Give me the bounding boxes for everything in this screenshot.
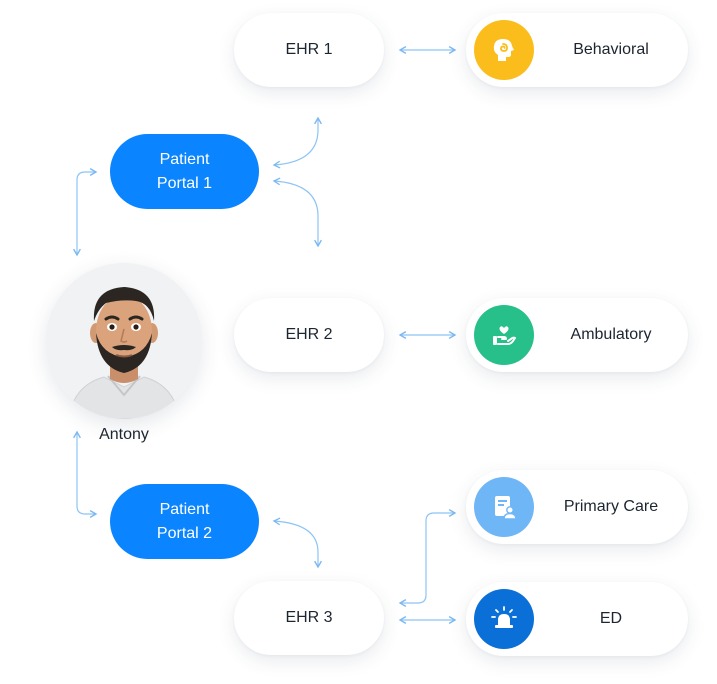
portal-label-line2: Portal 2 xyxy=(156,524,213,542)
connector-ehr3-primarycare xyxy=(398,509,457,607)
patient-portal-2: Patient Portal 2 xyxy=(110,484,259,559)
department-ambulatory: Ambulatory xyxy=(466,298,688,372)
connector-portal1-ehr2 xyxy=(272,177,322,248)
hand-heart-icon xyxy=(474,305,534,365)
person-name: Antony xyxy=(99,426,149,443)
department-label: Primary Care xyxy=(563,498,659,515)
portal-label-line2: Portal 1 xyxy=(156,174,213,192)
ehr-node-2: EHR 2 xyxy=(234,298,384,372)
man-avatar-icon xyxy=(67,287,181,419)
avatar xyxy=(46,263,202,419)
ehr-label: EHR 2 xyxy=(285,326,333,343)
ehr-label: EHR 3 xyxy=(285,609,333,626)
siren-icon xyxy=(474,589,534,649)
connector-portal2-ehr3 xyxy=(272,517,322,569)
patient-portal-1: Patient Portal 1 xyxy=(110,134,259,209)
medical-record-icon xyxy=(474,477,534,537)
department-primary-care: Primary Care xyxy=(466,470,688,544)
head-brain-icon xyxy=(474,20,534,80)
portal-label-line1: Patient xyxy=(159,150,210,168)
ehr-label: EHR 1 xyxy=(285,41,333,58)
portal-label-line1: Patient xyxy=(159,500,210,518)
connector-avatar-portal2 xyxy=(73,430,98,518)
connector-portal1-ehr1 xyxy=(272,116,322,169)
connector-avatar-portal1 xyxy=(73,168,98,257)
department-label: ED xyxy=(599,610,623,627)
department-ed: ED xyxy=(466,582,688,656)
ehr-node-1: EHR 1 xyxy=(234,13,384,87)
department-label: Ambulatory xyxy=(570,326,652,343)
department-label: Behavioral xyxy=(573,41,649,58)
department-behavioral: Behavioral xyxy=(466,13,688,87)
ehr-node-3: EHR 3 xyxy=(234,581,384,655)
